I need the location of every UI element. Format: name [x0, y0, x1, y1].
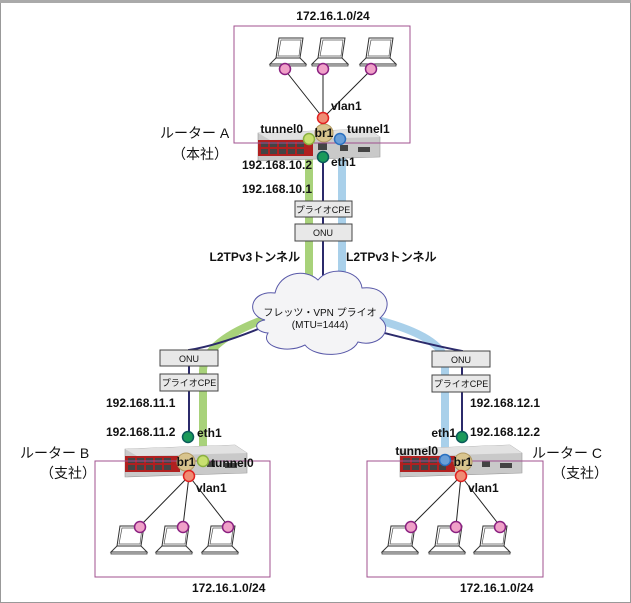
pc-port-dot: [493, 520, 507, 534]
router-c-eth1-ip: 192.168.12.2: [470, 425, 540, 439]
router-a-tunnel1-label: tunnel1: [347, 122, 390, 136]
cpe-a-ip: 192.168.10.1: [242, 182, 312, 196]
onu-c-label: ONU: [451, 355, 471, 365]
onu-a-box: [294, 223, 353, 242]
router-b-eth1-label: eth1: [197, 426, 222, 440]
onu-b-label: ONU: [179, 354, 199, 364]
router-a-tunnel0-dot: [302, 132, 316, 146]
router-b-vlan1-label: vlan1: [196, 481, 227, 495]
router-b-tunnel0-dot: [196, 454, 210, 468]
cpe-a-label: プライオCPE: [296, 205, 351, 215]
router-b-eth1-ip: 192.168.11.2: [106, 425, 176, 439]
pc-port-dot: [176, 520, 190, 534]
site-c-laptops: [381, 475, 511, 555]
router-a-eth1-label: eth1: [331, 155, 356, 169]
router-c-tunnel0-label: tunnel0: [395, 444, 438, 458]
top-border: [0, 0, 631, 3]
pc-port-dot: [133, 520, 147, 534]
pc-port-dot: [221, 520, 235, 534]
onu-a-label: ONU: [313, 228, 333, 238]
router-c-eth1-dot: [455, 430, 469, 444]
router-a-eth1-dot: [316, 150, 330, 164]
pc-port-dot: [364, 62, 378, 76]
cpe-b-box: [159, 373, 219, 392]
site-b-lan-box: [94, 460, 271, 578]
cloud-title: フレッツ・VPN プライオ: [263, 307, 376, 319]
site-a-laptops: [269, 37, 397, 119]
site-b-laptops: [110, 475, 239, 555]
cpe-b-label: プライオCPE: [162, 378, 217, 388]
site-b-network-label: 172.16.1.0/24: [192, 581, 266, 595]
router-c-vlan1-label: vlan1: [468, 481, 499, 495]
router-b-label: ルーター B: [20, 445, 89, 461]
router-c-br1-label: br1: [454, 455, 473, 469]
router-c-tunnel0-dot: [438, 453, 452, 467]
cpe-c-box: [431, 374, 491, 393]
laptop-icon: [359, 37, 397, 67]
laptop-icon: [269, 37, 307, 67]
router-c-vlan1-dot: [454, 469, 468, 483]
tunnel0-line-b: [199, 314, 270, 462]
cpe-a-box: [294, 200, 353, 218]
site-c-network-label: 172.16.1.0/24: [460, 581, 534, 595]
router-a-label: ルーター A: [160, 125, 230, 141]
cpe-c-label: プライオCPE: [434, 379, 489, 389]
router-b-eth1-dot: [181, 430, 195, 444]
cloud-mtu: (MTU=1444): [292, 320, 348, 331]
router-b-tunnel0-label: tunnel0: [211, 456, 254, 470]
site-a-network-label: 172.16.1.0/24: [296, 9, 370, 23]
site-c-lan-box: [366, 460, 544, 578]
pc-port-dot: [449, 520, 463, 534]
laptop-icon: [311, 37, 349, 67]
pc-port-dot: [404, 520, 418, 534]
cloud-icon: [252, 270, 388, 355]
router-b-vlan1-dot: [182, 469, 196, 483]
cpe-c-ip: 192.168.12.1: [470, 396, 540, 410]
onu-c-box: [431, 350, 491, 368]
router-c-sublabel: （支社）: [552, 465, 608, 481]
router-a-tunnel0-label: tunnel0: [260, 122, 303, 136]
router-c-label: ルーター C: [532, 445, 602, 461]
router-c-eth1-label: eth1: [431, 426, 456, 440]
router-a-tunnel1-dot: [333, 132, 347, 146]
tunnel-left-label: L2TPv3トンネル: [210, 250, 300, 264]
pc-port-dot: [278, 62, 292, 76]
router-a-eth1-ip: 192.168.10.2: [242, 158, 312, 172]
tunnel-right-label: L2TPv3トンネル: [346, 250, 436, 264]
router-a-vlan1-label: vlan1: [331, 99, 362, 113]
onu-b-box: [159, 349, 219, 367]
pc-port-dot: [316, 62, 330, 76]
cpe-b-ip: 192.168.11.1: [106, 396, 176, 410]
router-b-br1-label: br1: [177, 455, 196, 469]
router-a-br1-label: br1: [315, 126, 334, 140]
router-a-vlan1-dot: [316, 111, 330, 125]
router-a-sublabel: （本社）: [172, 146, 228, 162]
router-b-sublabel: （支社）: [40, 465, 96, 481]
